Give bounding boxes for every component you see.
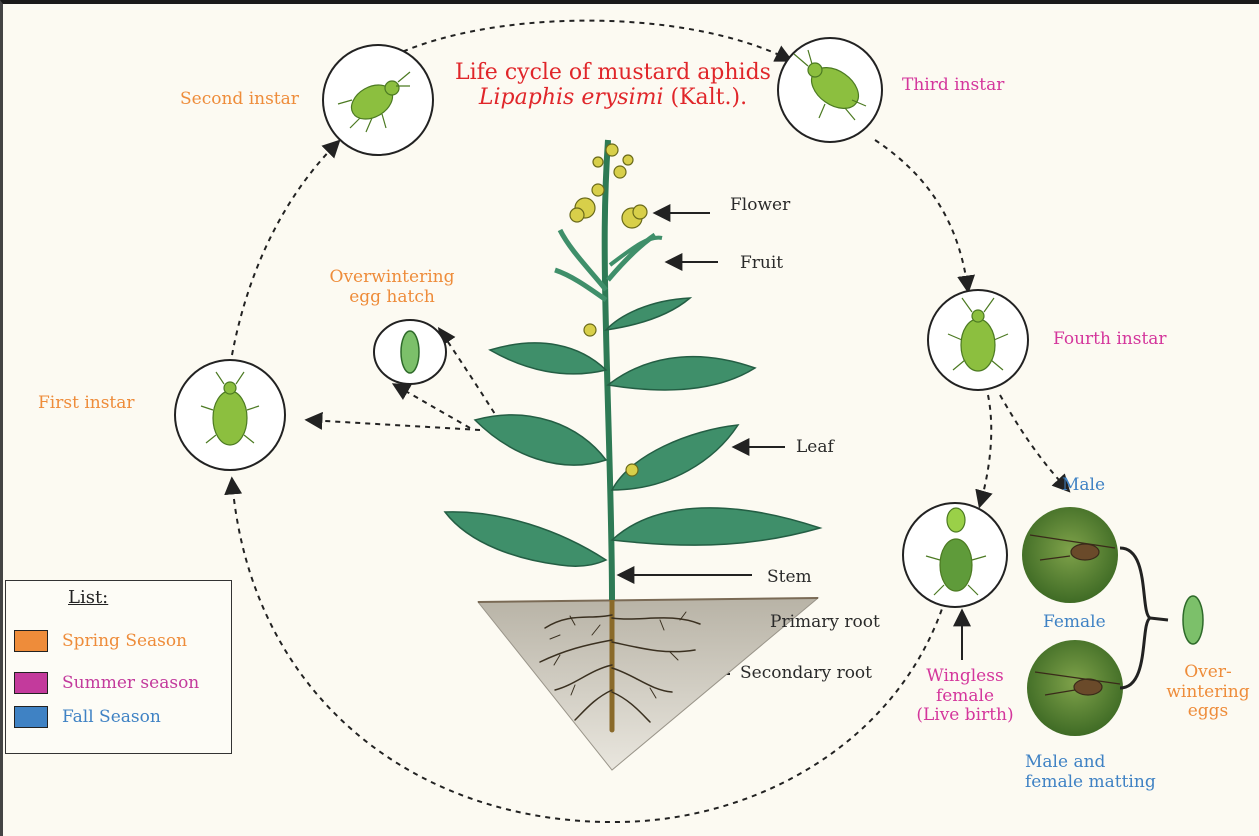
label-male-female-mating: Male and female matting [1025,753,1156,792]
leaf-lower-right [612,508,820,545]
label-male-female-mating-line-2: female matting [1025,773,1156,793]
arrow-second-to-third [385,21,790,60]
leaf-top-right [606,298,690,330]
arrow-first-to-second [232,142,338,355]
arrow-leaf-to-egg-2 [395,385,470,428]
diagram-title: Life cycle of mustard aphids Lipaphis er… [418,60,808,111]
label-second-instar: Second instar [180,90,299,110]
label-secondary-root: Secondary root [740,664,872,684]
legend-label-fall: Fall Season [62,707,161,727]
label-overwintering-egg-hatch-line-1: Overwintering [322,268,462,288]
label-male: Male [1062,476,1105,496]
label-wingless-female-line-3: (Live birth) [900,706,1030,726]
label-wingless-female-line-2: female [900,687,1030,707]
label-flower: Flower [730,196,790,216]
legend-heading: List: [68,587,108,608]
label-overwintering-eggs-line-3: eggs [1158,702,1258,722]
leaf-upper-left [490,343,606,374]
male-photo [1022,507,1118,603]
title-authority: (Kalt.). [664,85,748,110]
legend-item-summer: Summer season [14,671,199,695]
label-wingless-female-line-1: Wingless [900,667,1030,687]
legend-item-fall: Fall Season [14,705,161,729]
leaf-upper-right [608,357,755,390]
stage-circles [175,38,1028,607]
legend-swatch-fall [14,706,48,728]
label-fourth-instar: Fourth instar [1053,330,1167,350]
season-legend: List: Spring Season Summer season Fall S… [5,580,232,754]
label-overwintering-eggs-line-1: Over- [1158,663,1258,683]
legend-label-summer: Summer season [62,673,199,693]
legend-swatch-spring [14,630,48,652]
overwintering-egg-icon [1183,596,1203,644]
label-wingless-female: Wingless female (Live birth) [900,667,1030,726]
label-stem: Stem [767,568,812,588]
arrow-fourth-to-male [1000,395,1068,490]
label-third-instar: Third instar [902,76,1004,96]
label-primary-root: Primary root [770,613,880,633]
label-overwintering-eggs-line-2: wintering [1158,683,1258,703]
title-line-1: Life cycle of mustard aphids [418,60,808,85]
label-first-instar: First instar [38,394,135,414]
title-scientific-name: Lipaphis erysimi [479,85,664,110]
fruit-pod-1 [560,230,606,290]
label-overwintering-egg-hatch: Overwintering egg hatch [322,268,462,307]
legend-label-spring: Spring Season [62,631,187,651]
arrow-leaf-to-egg [440,330,505,430]
title-line-2: Lipaphis erysimi (Kalt.). [418,85,808,110]
arrow-third-to-fourth [875,140,968,290]
leaf-mid-left [475,415,606,465]
legend-item-spring: Spring Season [14,629,187,653]
fruit-pod-3 [555,270,606,300]
label-overwintering-eggs: Over- wintering eggs [1158,663,1258,722]
mating-bracket [1120,548,1150,688]
label-fruit: Fruit [740,254,783,274]
label-leaf: Leaf [796,438,834,458]
legend-swatch-summer [14,672,48,694]
arrow-leaf-to-first [308,420,480,430]
label-overwintering-egg-hatch-line-2: egg hatch [322,288,462,308]
egg-hatch-icon [401,331,419,373]
label-female: Female [1043,613,1106,633]
leaf-lower-left [445,512,606,566]
leaf-mid-right [612,425,738,490]
arrow-fourth-to-wingless [980,395,991,505]
label-male-female-mating-line-1: Male and [1025,753,1156,773]
plant-leaves [445,230,820,566]
